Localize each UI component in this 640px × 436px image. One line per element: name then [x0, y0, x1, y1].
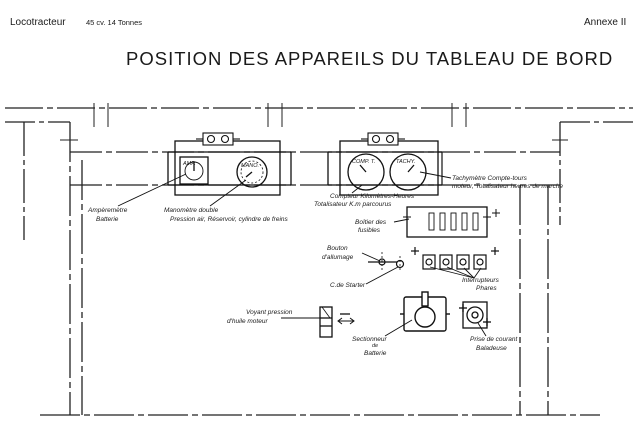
label-socket-2: Baladeuse [476, 345, 507, 352]
label-fuse-box-2: fusibles [358, 227, 381, 234]
manometer-gauge-icon [236, 156, 268, 188]
label-tachometer-desc: moteur, Totalisateur heures de marche [452, 183, 563, 190]
label-ammeter: Ampèremètre [87, 207, 128, 214]
headlight-switch-row [411, 247, 499, 255]
fuse-box-icon [406, 206, 488, 238]
label-manometer-desc: Pression air, Réservoir, cylindre de fre… [170, 216, 289, 223]
lamp-icon [361, 132, 405, 146]
oil-pressure-indicator-icon [319, 306, 350, 338]
label-ignition-2: d'allumage [322, 254, 354, 261]
tachometer-gauge-label: TACHY. [396, 159, 415, 165]
ignition-button-icon [368, 252, 397, 272]
headlight-switch-icon [473, 254, 487, 270]
odometer-gauge-label: COMP. T. [352, 159, 375, 165]
fuse-box-markers [403, 209, 500, 221]
label-disconnect: Sectionneur [352, 336, 388, 343]
label-disconnect-3: Batterie [364, 350, 387, 357]
label-oil-indicator-2: d'huile moteur [227, 318, 268, 325]
headlight-switch-icon [422, 254, 436, 270]
label-ignition: Bouton [327, 245, 348, 252]
label-odometer: Compteur Kilomètres-Heures [330, 193, 415, 200]
lamp-icon [196, 132, 240, 146]
odometer-gauge-icon [347, 153, 385, 191]
inspection-socket-icon [459, 301, 491, 329]
double-arrow-icon [337, 317, 355, 325]
label-disconnect-2: de [372, 343, 378, 349]
header-left-spec: 45 cv. 14 Tonnes [86, 18, 142, 27]
frame-tick-marks [60, 103, 568, 141]
label-switches-2: Phares [476, 285, 497, 292]
left-gauge-panel [167, 140, 292, 196]
label-odometer-total: Totalisateur K.m parcourus [314, 201, 392, 208]
main-title: POSITION DES APPAREILS DU TABLEAU DE BOR… [126, 48, 613, 69]
label-ammeter-battery: Batterie [96, 216, 119, 223]
ammeter-gauge-icon [179, 156, 209, 185]
headlight-switch-icon [439, 254, 453, 270]
battery-disconnect-icon [400, 291, 450, 332]
label-oil-indicator: Voyant pression [246, 309, 293, 316]
starter-control-icon [395, 256, 405, 272]
ammeter-gauge-label: AMP. [182, 161, 196, 167]
manometer-gauge-label: MANO. [241, 163, 259, 169]
label-switches: Interrupteurs [462, 277, 500, 284]
header-left-title: Locotracteur [10, 17, 66, 28]
label-tachometer: Tachymètre Compte-tours [452, 175, 528, 182]
leader-lines [117, 171, 487, 337]
label-manometer: Manomètre double [164, 207, 219, 214]
frame-structure [5, 107, 633, 416]
label-fuse-box: Boîtier des [355, 219, 387, 226]
label-starter: C.de Starter [330, 282, 366, 289]
header-annex: Annexe II [584, 17, 626, 28]
tachometer-gauge-icon [389, 153, 427, 191]
headlight-switch-icon [456, 254, 470, 270]
label-socket: Prise de courant [470, 336, 519, 343]
